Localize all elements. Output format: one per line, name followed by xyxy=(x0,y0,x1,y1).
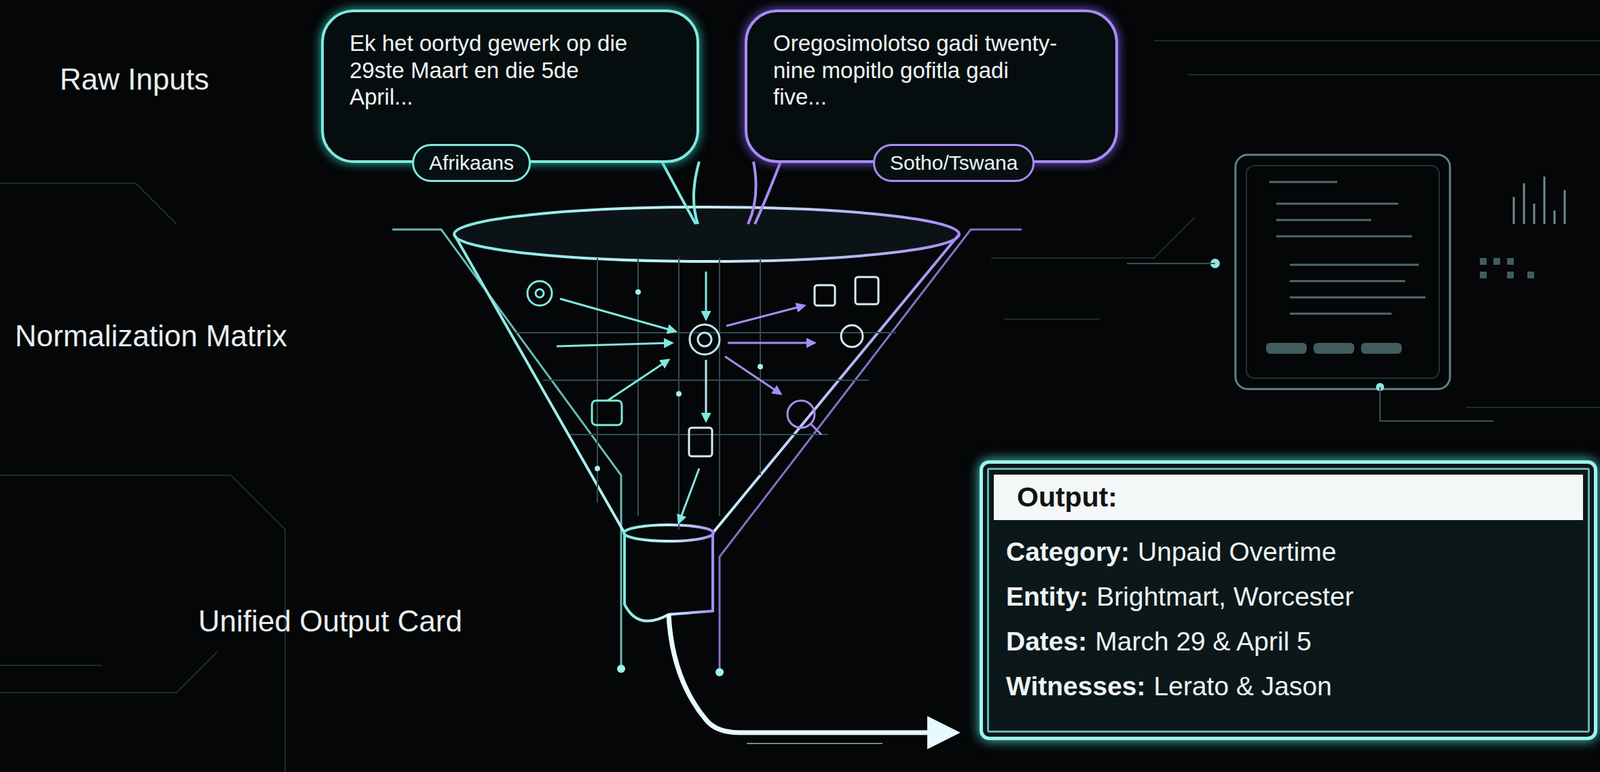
field-row: Witnesses: Lerato & Jason xyxy=(982,663,1594,709)
field-key: Dates: xyxy=(1006,626,1087,656)
card-spacer xyxy=(982,519,1594,530)
output-card: Output:Category:Unpaid OvertimeEntity:Br… xyxy=(979,460,1598,740)
field-value: March 29 & April 5 xyxy=(1094,626,1312,656)
field-row: Entity:Brightmart, Worcester xyxy=(982,574,1594,620)
card-header: Output: xyxy=(993,474,1584,520)
field-key: Category: xyxy=(1006,536,1130,567)
field-row: Dates:March 29 & April 5 xyxy=(982,619,1594,664)
section-label: Raw Inputs xyxy=(59,62,210,97)
bubble-text: Ek het oortyd gewerk op die 29ste Maart … xyxy=(349,29,635,111)
speech-bubble: Oregosimolotso gadi twenty-nine mopitlo … xyxy=(744,9,1119,163)
field-value: Lerato & Jason xyxy=(1154,671,1332,701)
section-label: Unified Output Card xyxy=(198,604,463,639)
field-row: Category:Unpaid Overtime xyxy=(982,529,1594,575)
field-key: Witnesses: xyxy=(1006,671,1146,701)
field-value: Brightmart, Worcester xyxy=(1096,581,1354,611)
field-key: Entity: xyxy=(1006,581,1089,611)
language-tag: Sotho/Tswana xyxy=(872,143,1035,182)
language-tag: Afrikaans xyxy=(412,143,531,182)
field-value: Unpaid Overtime xyxy=(1137,536,1337,567)
bubble-text: Oregosimolotso gadi twenty-nine mopitlo … xyxy=(773,29,1066,111)
section-label: Normalization Matrix xyxy=(14,319,288,353)
speech-bubble: Ek het oortyd gewerk op die 29ste Maart … xyxy=(321,9,700,163)
